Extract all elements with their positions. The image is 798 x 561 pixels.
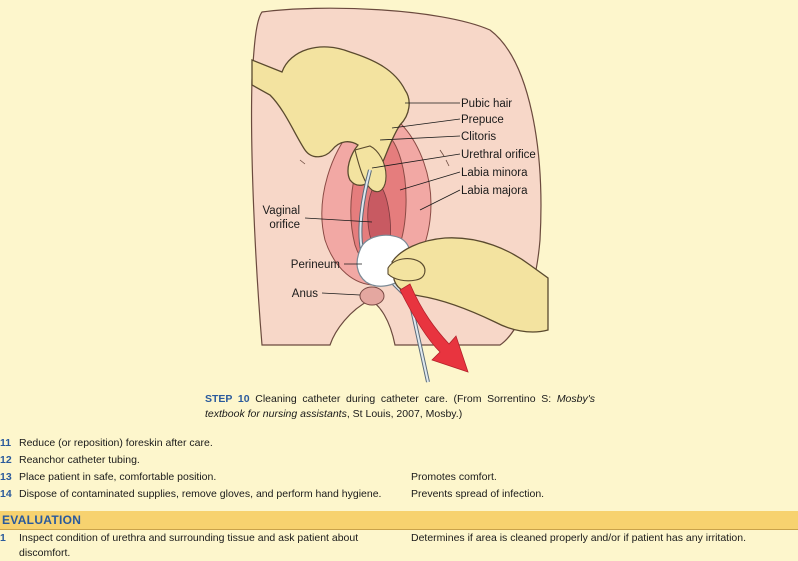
caption-step: STEP 10 xyxy=(205,393,250,405)
step-rationale: Promotes comfort. xyxy=(411,471,497,483)
label-anus: Anus xyxy=(292,288,318,300)
label-labia-minora: Labia minora xyxy=(461,167,528,179)
label-perineum: Perineum xyxy=(291,259,340,271)
step-rationale: Prevents spread of infection. xyxy=(411,488,545,500)
caption-source-rest: , St Louis, 2007, Mosby.) xyxy=(346,408,463,420)
step-number: 14 xyxy=(0,488,12,500)
upper-glove-finger xyxy=(354,145,387,193)
step-number: 12 xyxy=(0,454,12,466)
anus-shape xyxy=(359,286,385,306)
cleaning-direction-arrow xyxy=(399,283,469,373)
catheter-care-illustration: Pubic hair Prepuce Clitoris Urethral ori… xyxy=(250,7,549,383)
step-text: Place patient in safe, comfortable posit… xyxy=(19,471,217,483)
figure-caption: STEP 10 Cleaning catheter during cathete… xyxy=(205,392,595,422)
step-number: 13 xyxy=(0,471,12,483)
lower-glove-thumb xyxy=(387,258,426,282)
label-orifice: orifice xyxy=(269,219,300,231)
evaluation-text: Inspect condition of urethra and surroun… xyxy=(19,532,359,559)
label-pubic-hair: Pubic hair xyxy=(461,98,512,110)
evaluation-title: EVALUATION xyxy=(2,513,82,527)
lower-glove-hand xyxy=(391,237,549,333)
evaluation-header: EVALUATION xyxy=(0,511,798,530)
label-prepuce: Prepuce xyxy=(461,114,504,126)
caption-source-title: Mosby's textbook for nursing assistants xyxy=(205,393,595,420)
step-text: Reduce (or reposition) foreskin after ca… xyxy=(19,437,213,449)
step-text: Dispose of contaminated supplies, remove… xyxy=(19,488,382,500)
step-text: Reanchor catheter tubing. xyxy=(19,454,140,466)
leader-lines xyxy=(304,102,461,296)
evaluation-divider xyxy=(0,529,798,530)
label-urethral-orifice: Urethral orifice xyxy=(461,149,536,161)
step-number: 11 xyxy=(0,437,12,449)
label-vaginal: Vaginal xyxy=(262,205,300,217)
caption-text: Cleaning catheter during catheter care. … xyxy=(255,393,552,405)
label-clitoris: Clitoris xyxy=(461,131,496,143)
label-labia-majora: Labia majora xyxy=(461,185,528,197)
evaluation-number: 1 xyxy=(0,532,6,544)
evaluation-rationale: Determines if area is cleaned properly a… xyxy=(411,532,747,544)
